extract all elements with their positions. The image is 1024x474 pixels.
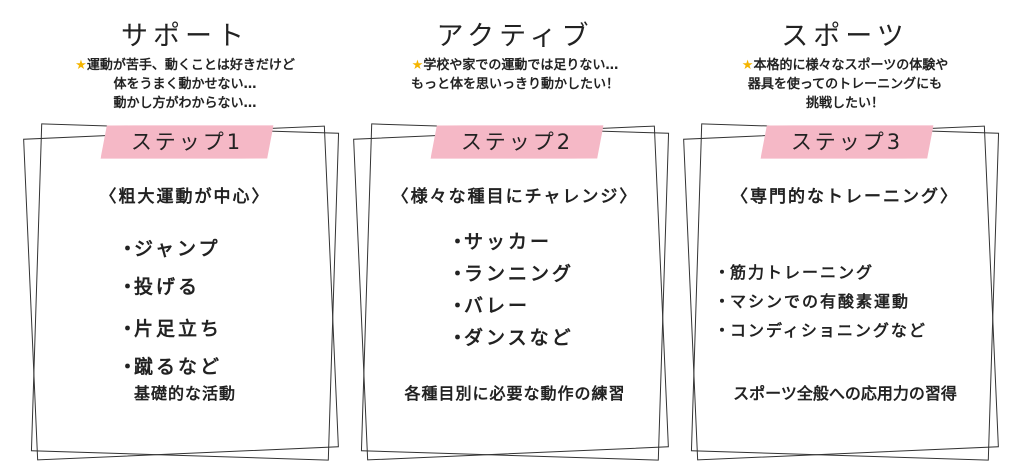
bullet-icon: ・ [118,238,141,260]
bullet-icon: ・ [714,263,733,282]
bullet-icon: ・ [448,263,471,285]
list-item: ・片足立ち [118,310,222,348]
bullet-icon: ・ [118,276,141,298]
step-label: ステップ2 [460,130,574,154]
bullet-icon: ・ [118,356,141,378]
item-list: ・ジャンプ ・投げる ・片足立ち ・蹴るなど [118,230,222,386]
description-line: もっと体を思いっきり動かしたい！ [410,77,619,92]
bullet-icon: ・ [448,231,471,253]
column-sports: スポーツ ★本格的に様々なスポーツの体験や 器具を使ってのトレーニングにも 挑戦… [680,0,1010,474]
description-line: 体をうまく動かせない… [113,77,257,92]
item-list: ・筋力トレーニング ・マシンでの有酸素運動 ・コンディショニングなど [714,258,927,345]
description-line: 器具を使ってのトレーニングにも [747,77,943,92]
card-subtitle: 〈専門的なトレーニング〉 [731,187,959,207]
card-subtitle: 〈様々な種目にチャレンジ〉 [391,187,639,207]
column-description: ★学校や家での運動では足りない… もっと体を思いっきり動かしたい！ [350,56,680,94]
column-title: サポート [121,21,249,52]
bullet-icon: ・ [448,295,471,317]
column-title: アクティブ [436,21,594,52]
list-item: ・サッカー [448,226,574,258]
column-description: ★本格的に様々なスポーツの体験や 器具を使ってのトレーニングにも 挑戦したい！ [680,56,1010,113]
bullet-icon: ・ [714,292,733,311]
card-footer: 各種目別に必要な動作の練習 [404,384,626,403]
step-label: ステップ1 [130,130,244,154]
description-line: 学校や家での運動では足りない… [423,58,619,73]
list-item: ・ダンスなど [448,322,574,354]
bullet-icon: ・ [448,327,471,349]
list-item: ・マシンでの有酸素運動 [714,287,927,316]
bullet-icon: ・ [714,321,733,340]
list-item: ・ジャンプ [118,230,222,268]
description-line: 挑戦したい！ [805,96,884,111]
list-item: ・コンディショニングなど [714,316,927,345]
column-title: スポーツ [781,21,909,52]
card-footer: 基礎的な活動 [133,384,236,403]
description-line: 動かし方がわからない… [113,96,257,111]
star-icon: ★ [741,58,754,73]
column-description: ★運動が苦手、動くことは好きだけど 体をうまく動かせない… 動かし方がわからない… [20,56,350,113]
description-line: 運動が苦手、動くことは好きだけど [86,58,295,73]
card-subtitle: 〈粗大運動が中心〉 [99,187,271,207]
list-item: ・蹴るなど [118,348,222,386]
list-item: ・筋力トレーニング [714,258,927,287]
list-item: ・ランニング [448,258,574,290]
list-item: ・バレー [448,290,574,322]
bullet-icon: ・ [118,318,141,340]
item-list: ・サッカー ・ランニング ・バレー ・ダンスなど [448,226,574,354]
description-line: 本格的に様々なスポーツの体験や [753,58,949,73]
star-icon: ★ [411,58,424,73]
column-active: アクティブ ★学校や家での運動では足りない… もっと体を思いっきり動かしたい！ … [350,0,680,474]
column-support: サポート ★運動が苦手、動くことは好きだけど 体をうまく動かせない… 動かし方が… [20,0,350,474]
card-footer: スポーツ全般への応用力の習得 [733,384,957,403]
step-label: ステップ3 [790,130,904,154]
list-item: ・投げる [118,268,222,306]
star-icon: ★ [75,58,87,73]
